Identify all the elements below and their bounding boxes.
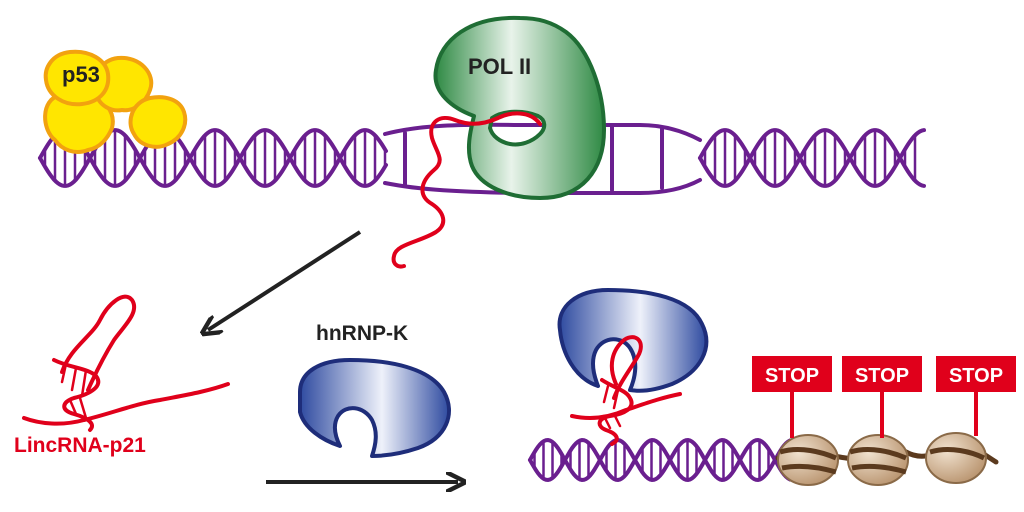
stop-sign: STOP: [936, 356, 1016, 436]
dna-strand: [38, 128, 388, 188]
nucleosome: [777, 434, 839, 486]
dna-double-helix-bottom: [528, 437, 792, 483]
pol2-label: POL II: [468, 54, 531, 79]
dna-strand: [528, 437, 792, 483]
lincrna-tail: [22, 382, 230, 426]
dna-strand: [528, 437, 792, 483]
dna-strand: [698, 128, 926, 188]
p53-subunit: [43, 49, 111, 107]
nucleosome: [925, 432, 987, 484]
hnrnp-k-label: hnRNP-K: [316, 322, 408, 345]
pol2-shape: [433, 15, 606, 200]
lincrna-loop: [60, 294, 136, 392]
lincrna-p21-label: LincRNA-p21: [14, 434, 146, 457]
stop-sign: STOP: [752, 356, 832, 438]
transcription-arrow: [208, 230, 362, 330]
svg-text:STOP: STOP: [949, 365, 1003, 387]
nascent-rna-strand: [391, 111, 542, 269]
stop-sign: STOP: [842, 356, 922, 438]
hnrnp-k-protein: [298, 358, 451, 458]
bound-lincrna: [570, 335, 682, 446]
lincrna-helix-rungs: [60, 362, 88, 420]
rna-polymerase-ii: POL II: [433, 15, 606, 200]
hnrnp-k-bound-protein: [557, 288, 709, 393]
bubble-upper-strand: [383, 122, 702, 142]
p53-subunit: [128, 95, 188, 149]
nucleosome: [847, 434, 909, 486]
svg-text:STOP: STOP: [855, 365, 909, 387]
p53-label: p53: [62, 62, 100, 87]
lincrna-p21-molecule: [22, 294, 230, 432]
svg-text:STOP: STOP: [765, 365, 819, 387]
dna-strand: [698, 128, 926, 188]
p53-complex: p53: [43, 49, 188, 154]
